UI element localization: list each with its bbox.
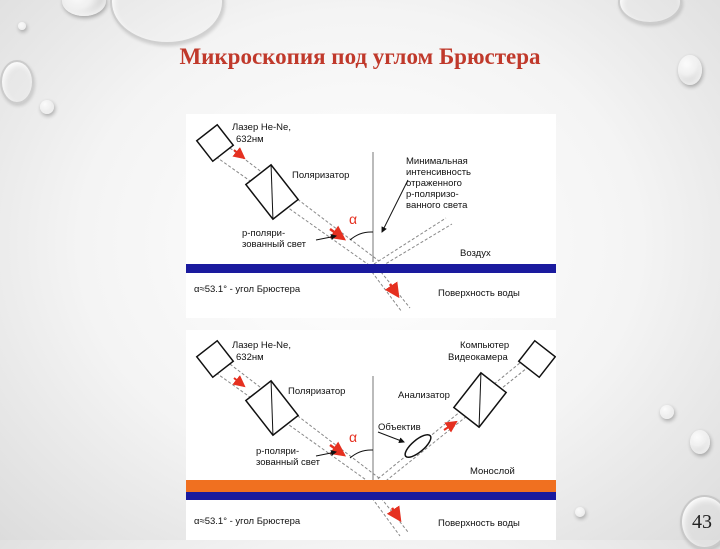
min-intensity-label: ванного света [406,200,468,211]
p-polarized-label: зованный свет [256,457,321,468]
p-polarized-label: р-поляри- [242,228,285,239]
pointer-arrow [377,431,405,444]
alpha-symbol: α [349,429,357,445]
laser-box [195,123,235,163]
water-surface-band [186,264,556,273]
laser-label: Лазер He-Ne, [232,122,291,133]
water-droplet [40,100,54,114]
incident-beam [211,141,380,266]
beam-arrow [384,281,400,299]
laser-wavelength-label: 632нм [236,352,264,363]
slide-title: Микроскопия под углом Брюстера [179,44,541,69]
incident-beam [211,357,380,483]
diagram-top-svg: Лазер He-Ne, 632нм Поляризатор Минимальн… [186,122,556,313]
refracted-beam [371,497,409,537]
water-droplet [678,55,702,85]
camera-box [517,339,557,379]
min-intensity-label: интенсивность [406,167,471,178]
polarizer-label: Поляризатор [288,386,345,397]
videocamera-label: Видеокамера [448,352,508,363]
analyzer-label: Анализатор [398,390,450,401]
air-label: Воздух [460,248,491,259]
water-droplet [575,507,585,517]
beam-arrow [329,441,347,457]
monolayer-label: Монослой [470,466,515,477]
pointer-arrow [381,179,409,233]
monolayer-band [186,480,556,492]
water-surface-label: Поверхность воды [438,288,520,299]
laser-box [195,339,235,379]
beam-arrow [443,420,458,433]
min-intensity-label: отраженного [406,178,462,189]
pointer-arrow [315,234,337,241]
beam-arrow [232,375,246,388]
page-number: 43 [692,511,712,533]
analyzer-prism [452,371,508,429]
diagram-bottom-svg: Лазер He-Ne, 632нм Поляризатор Компьютер… [186,339,557,537]
brewster-diagram-bottom: Лазер He-Ne, 632нм Поляризатор Компьютер… [186,330,557,540]
min-intensity-label: Минимальная [406,156,468,167]
water-droplet [18,22,26,30]
pointer-arrow [315,450,337,457]
computer-label: Компьютер [460,340,509,351]
water-surface-label: Поверхность воды [438,518,520,529]
water-surface-band [186,492,556,500]
water-droplet [62,0,106,16]
brewster-diagram-top: Лазер He-Ne, 632нм Поляризатор Минимальн… [186,114,556,318]
polarizer-label: Поляризатор [292,170,349,181]
beam-arrow [232,147,246,160]
laser-wavelength-label: 632нм [236,134,264,145]
refracted-beam [371,271,411,313]
polarizer-prism [244,379,300,437]
p-polarized-label: р-поляри- [256,446,299,457]
water-droplet [660,405,674,419]
brewster-angle-label: α≈53.1° - угол Брюстера [194,516,301,527]
water-droplet [110,0,224,44]
beam-arrow [386,505,402,523]
polarizer-prism [244,163,300,221]
alpha-symbol: α [349,211,357,227]
objective-lens [404,433,432,459]
min-intensity-label: р-поляризо- [406,189,459,200]
water-droplet [690,430,710,454]
laser-label: Лазер He-Ne, [232,340,291,351]
p-polarized-label: зованный свет [242,239,307,250]
water-droplet [618,0,682,24]
water-droplet [0,60,34,104]
beam-arrow [329,225,347,241]
angle-arc [349,231,374,241]
objective-label: Объектив [378,422,421,433]
angle-arc [349,449,374,459]
reflected-beam [373,217,453,267]
brewster-angle-label: α≈53.1° - угол Брюстера [194,284,301,295]
